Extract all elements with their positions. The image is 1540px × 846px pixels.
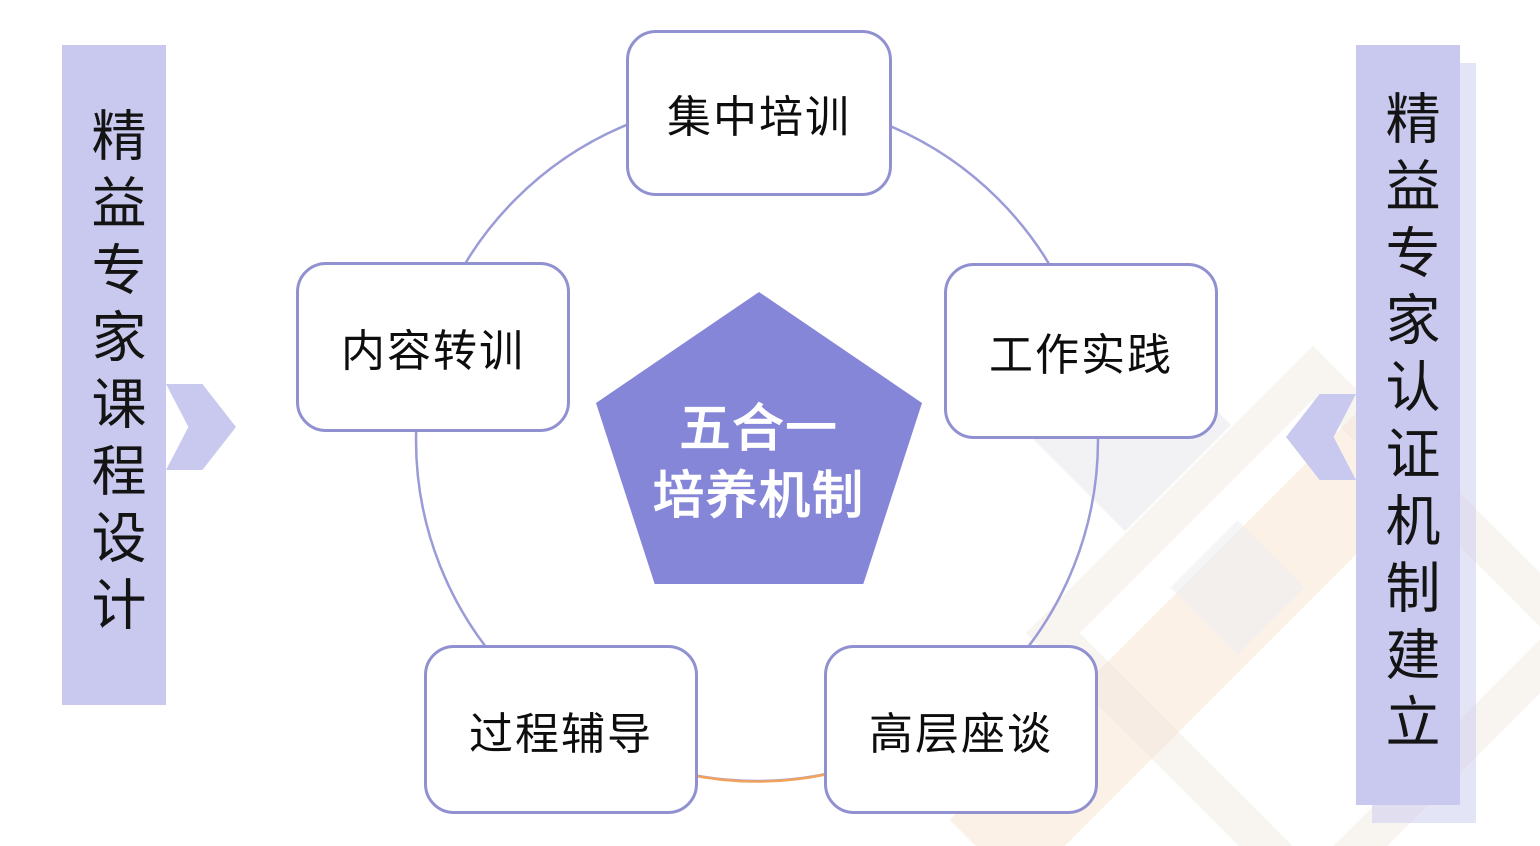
center-title-line2: 培养机制 xyxy=(652,467,865,524)
node-top: 集中培训 xyxy=(626,30,892,196)
cycle-ring-orange-segment xyxy=(685,772,829,783)
center-title-line1: 五合一 xyxy=(679,399,839,457)
right-banner-label: 精益专家认证机制建立 xyxy=(1377,90,1439,760)
node-lower-left: 过程辅导 xyxy=(424,645,698,814)
node-upper-right: 工作实践 xyxy=(944,263,1218,439)
node-lower-right-label: 高层座谈 xyxy=(869,709,1053,759)
node-lower-right: 高层座谈 xyxy=(824,645,1098,814)
node-lower-left-label: 过程辅导 xyxy=(469,709,653,759)
node-top-label: 集中培训 xyxy=(667,93,851,142)
right-banner: 精益专家认证机制建立 xyxy=(1356,45,1460,805)
node-upper-left-label: 内容转训 xyxy=(341,327,525,376)
node-upper-right-label: 工作实践 xyxy=(989,331,1173,380)
left-banner: 精益专家课程设计 xyxy=(62,45,166,705)
left-banner-label: 精益专家课程设计 xyxy=(83,107,145,643)
node-upper-left: 内容转训 xyxy=(296,262,570,432)
